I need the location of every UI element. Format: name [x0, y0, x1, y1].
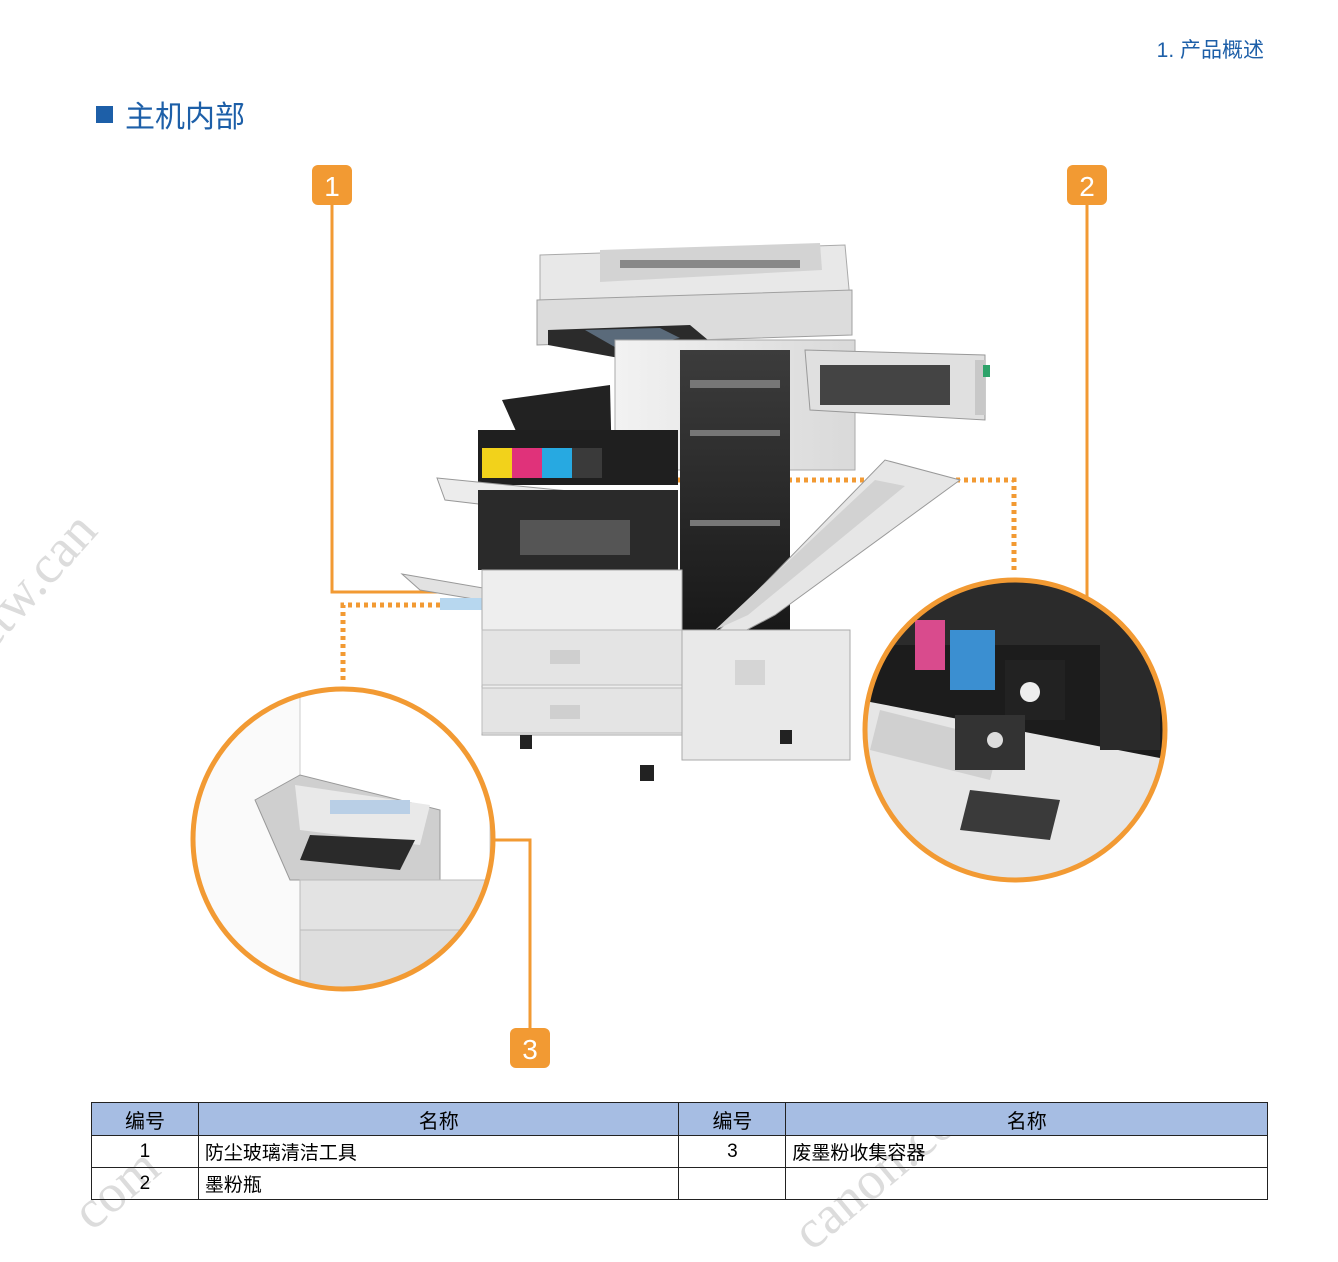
table-row: 1 防尘玻璃清洁工具 3 废墨粉收集容器 [91, 1135, 1268, 1168]
callout-badge-1: 1 [312, 165, 352, 205]
column-header-number-1: 编号 [91, 1102, 199, 1136]
svg-text:3: 3 [522, 1034, 538, 1065]
table-header-row: 编号 名称 编号 名称 [91, 1102, 1268, 1136]
svg-text:1: 1 [324, 171, 340, 202]
table-cell: 1 [91, 1135, 199, 1168]
table-cell: 2 [91, 1167, 199, 1200]
machine-interior-illustration: 1 2 3 [190, 165, 1168, 1068]
square-bullet-icon [96, 105, 113, 123]
table-cell [678, 1167, 787, 1200]
table-cell: 3 [678, 1135, 787, 1168]
chapter-heading: 1. 产品概述 [1156, 39, 1264, 62]
column-header-name-1: 名称 [197, 1102, 680, 1136]
svg-text:2: 2 [1079, 171, 1095, 202]
section-heading: 主机内部 [96, 92, 245, 136]
parts-legend-table: 编号 名称 编号 名称 1 防尘玻璃清洁工具 3 废墨粉收集容器 2 墨粉瓶 [91, 1102, 1268, 1200]
column-header-number-2: 编号 [678, 1102, 787, 1136]
printer-body [400, 243, 990, 781]
table-row: 2 墨粉瓶 [91, 1167, 1268, 1200]
zoom-circle-left [190, 686, 496, 992]
table-cell: 防尘玻璃清洁工具 [197, 1135, 680, 1168]
column-header-name-2: 名称 [785, 1102, 1268, 1136]
zoom-circle-right [862, 577, 1168, 883]
table-cell: 废墨粉收集容器 [785, 1135, 1268, 1168]
callout-badge-3: 3 [510, 1028, 550, 1068]
table-cell [785, 1167, 1268, 1200]
table-cell: 墨粉瓶 [197, 1167, 680, 1200]
callout-badge-2: 2 [1067, 165, 1107, 205]
section-title: 主机内部 [125, 101, 245, 134]
